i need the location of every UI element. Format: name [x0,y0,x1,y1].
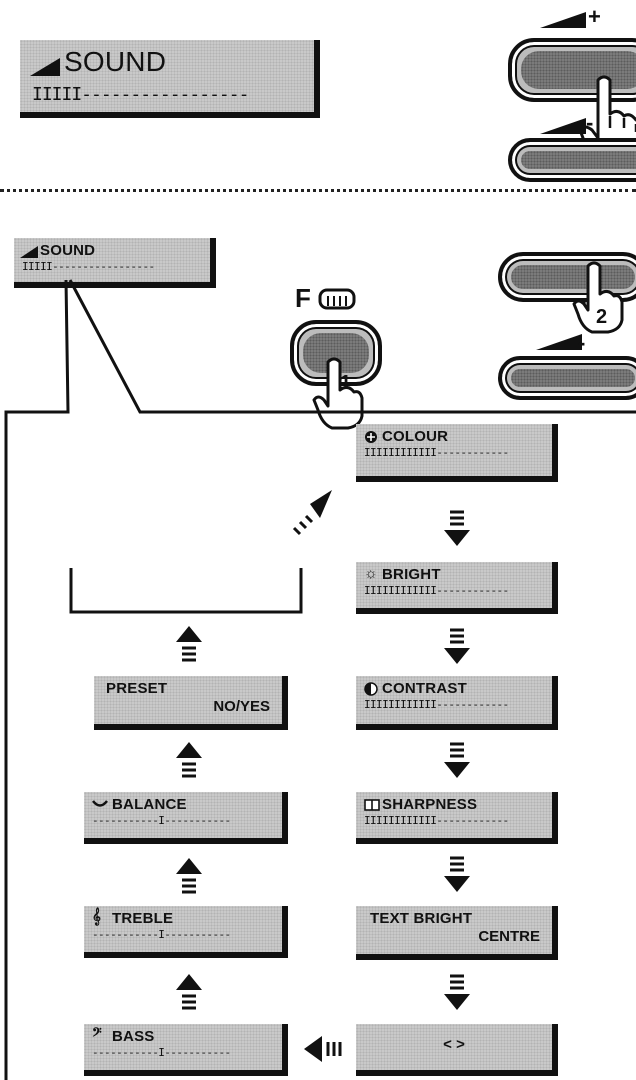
volume-icon [20,246,38,258]
up-arrow-icon [176,858,202,894]
up-arrow-icon [176,626,202,662]
contrast-label: CONTRAST [382,680,467,697]
menu-sharpness: SHARPNESS IIIIIIIIIIII------------ [356,792,558,844]
step-2-label: 2 [596,306,608,328]
bass-label: BASS [112,1028,155,1045]
sharpness-level-bar: IIIIIIIIIIII------------ [364,814,509,827]
sharpness-label: SHARPNESS [382,796,478,813]
volume-down-icon [536,334,582,350]
minus-sign: - [578,330,586,355]
volume-up-button[interactable] [508,38,636,102]
volume-down-icon [540,118,586,134]
menu-contrast: CONTRAST IIIIIIIIIIII------------ [356,676,558,730]
volume-down-button[interactable] [508,138,636,182]
text-bright-label: TEXT BRIGHT [370,910,473,927]
pointing-hand-icon [572,261,624,334]
sharpness-icon [364,799,380,811]
menu-treble: 𝄞 TREBLE -----------I----------- [84,906,288,958]
down-arrow-icon [444,856,470,892]
preset-label: PRESET [106,680,168,697]
menu-text-bright: TEXT BRIGHT CENTRE [356,906,558,960]
up-arrow-icon [176,742,202,778]
colour-label: COLOUR [382,428,449,445]
bass-clef-icon: 𝄢 [92,1026,102,1043]
text-bright-value: CENTRE [478,928,540,945]
sound-display-small: SOUND IIIII----------------- [14,238,216,288]
menu-colour: COLOUR IIIIIIIIIIII------------ [356,424,558,482]
colour-level-bar: IIIIIIIIIIII------------ [364,446,509,459]
treble-clef-icon: 𝄞 [92,908,101,925]
step-1-label: 1 [340,372,352,394]
balance-label: BALANCE [112,796,187,813]
sound-label: SOUND [64,46,167,77]
treble-level-bar: -----------I----------- [92,928,231,941]
menu-bass: 𝄢 BASS -----------I----------- [84,1024,288,1076]
empty-slot-bracket [69,568,303,614]
volume-icon [30,58,60,76]
position-label: < > [443,1036,465,1053]
sound-level-bar: IIIII----------------- [22,260,155,273]
treble-label: TREBLE [112,910,174,927]
diagonal-arrow-icon [292,490,332,536]
volume-down-button[interactable] [498,356,636,400]
sound-label: SOUND [40,242,96,259]
menu-bright: ☼ BRIGHT IIIIIIIIIIII------------ [356,562,558,614]
balance-icon [92,800,108,807]
brightness-icon: ☼ [364,565,378,582]
up-arrow-icon [176,974,202,1010]
contrast-icon [364,682,378,696]
menu-preset: PRESET NO/YES [94,676,288,730]
preset-value: NO/YES [213,698,270,715]
volume-up-icon [540,12,586,28]
down-arrow-icon [444,742,470,778]
bright-label: BRIGHT [382,566,441,583]
bright-level-bar: IIIIIIIIIIII------------ [364,584,509,597]
contrast-level-bar: IIIIIIIIIIII------------ [364,698,509,711]
bass-level-bar: -----------I----------- [92,1046,231,1059]
callout-outline [4,279,636,1080]
function-key-label: F [295,283,311,313]
down-arrow-icon [444,974,470,1010]
left-arrow-icon [304,1036,342,1062]
down-arrow-icon [444,510,470,546]
plus-sign: + [588,4,601,29]
minus-sign: - [586,110,594,135]
sound-level-bar: IIIII----------------- [32,84,249,105]
sound-display-large: SOUND IIIII----------------- [20,40,320,118]
balance-level-bar: -----------I----------- [92,814,231,827]
menu-position: < > [356,1024,558,1076]
section-divider [0,189,636,192]
menu-icon [318,288,356,310]
menu-balance: BALANCE -----------I----------- [84,792,288,844]
down-arrow-icon [444,628,470,664]
colour-icon [365,431,377,443]
